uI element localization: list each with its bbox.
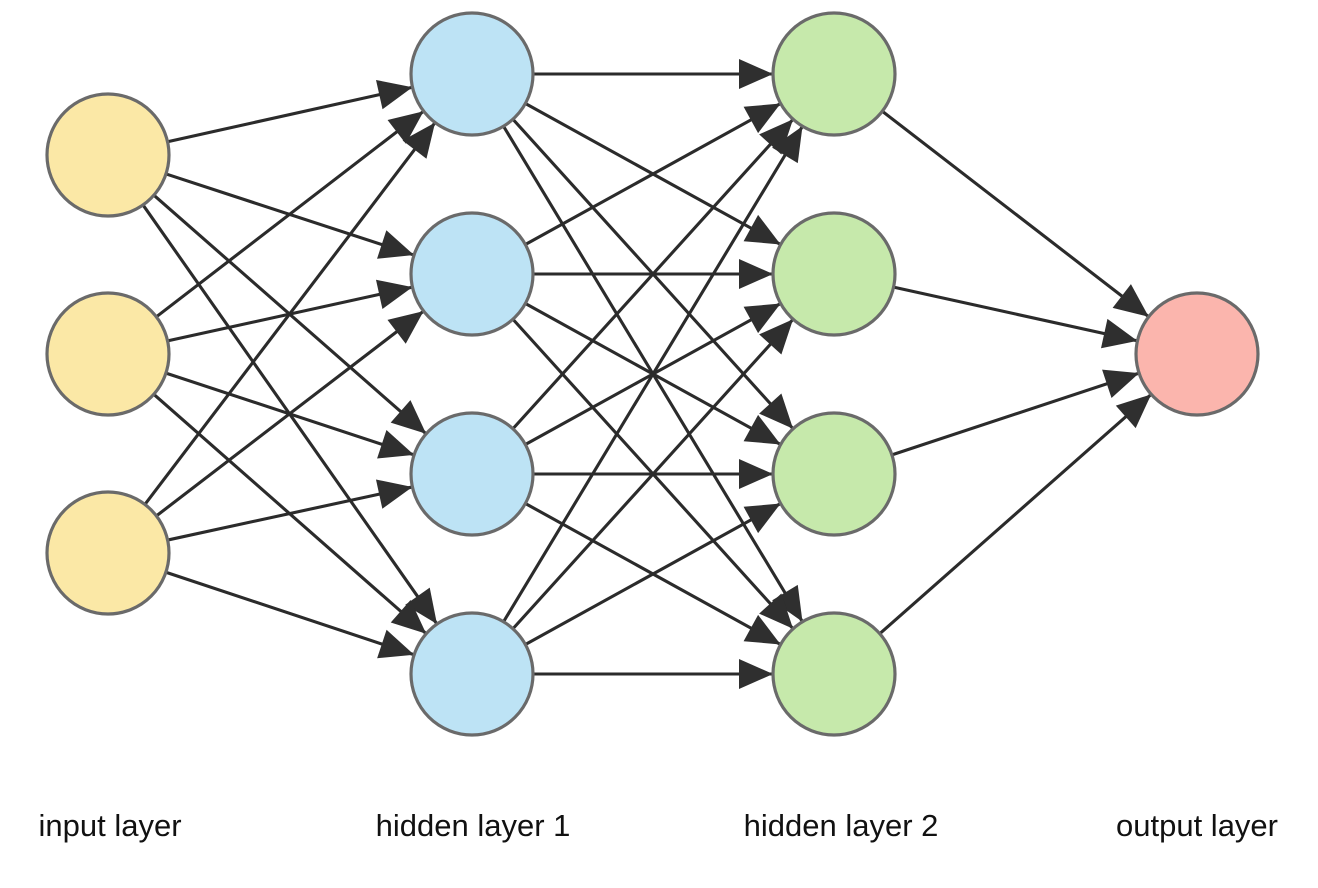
layer-label-hidden2: hidden layer 2: [744, 808, 939, 843]
connection-edge: [167, 85, 413, 144]
edge-arrowhead: [739, 659, 773, 689]
connection-edge: [891, 371, 1140, 457]
edge-arrowhead: [772, 584, 803, 622]
edge-arrowhead: [759, 393, 794, 429]
neuron-node-h2_1: [771, 11, 897, 137]
edge-arrowhead: [376, 79, 413, 110]
layer-label-output: output layer: [1116, 808, 1278, 843]
edge-arrowhead: [375, 479, 413, 509]
edge-arrowhead: [390, 600, 427, 634]
edge-arrowhead: [390, 400, 427, 434]
connection-edge: [524, 502, 782, 646]
edge-arrowhead: [743, 303, 781, 334]
edge-arrowhead: [743, 214, 781, 245]
edge-arrowhead: [377, 629, 415, 659]
edge-arrowhead: [387, 311, 424, 344]
edge-arrowhead: [375, 279, 413, 310]
neuron-node-h1_4: [409, 611, 535, 737]
neuron-node-h1_2: [409, 211, 535, 337]
edge-arrowhead: [1102, 369, 1140, 399]
connection-edge: [155, 109, 425, 319]
connection-edge: [155, 309, 425, 518]
connection-edge: [165, 570, 415, 657]
connection-edge: [511, 318, 795, 630]
edge-arrowhead: [759, 593, 794, 629]
neuron-node-i3: [45, 490, 171, 616]
edge-arrowhead: [402, 122, 436, 159]
neuron-node-h2_4: [771, 611, 897, 737]
neuron-node-h1_3: [409, 411, 535, 537]
connection-edge: [524, 102, 782, 246]
edge-arrowhead: [759, 119, 794, 155]
neuron-node-h1_1: [409, 11, 535, 137]
edge-arrowhead: [377, 430, 415, 459]
connection-edge: [893, 285, 1138, 343]
neuron-node-h2_2: [771, 211, 897, 337]
edge-arrowhead: [377, 230, 415, 259]
connection-edge: [143, 121, 437, 506]
nodes-group: [45, 11, 1260, 737]
layer-label-input: input layer: [38, 808, 181, 843]
edge-arrowhead: [405, 587, 437, 625]
connection-edge: [502, 125, 804, 623]
edge-arrowhead: [1112, 284, 1149, 317]
edge-arrowhead: [1115, 394, 1152, 429]
layer-label-hidden1: hidden layer 1: [376, 808, 571, 843]
neuron-node-o1: [1134, 291, 1260, 417]
edge-arrowhead: [743, 614, 781, 645]
edge-arrowhead: [1101, 318, 1138, 349]
edge-arrowhead: [739, 259, 773, 289]
connection-edge: [167, 485, 413, 542]
neuron-node-i1: [45, 92, 171, 218]
edge-arrowhead: [743, 414, 781, 445]
edge-arrowhead: [772, 126, 803, 164]
arrowheads-group: [375, 59, 1152, 689]
edge-arrowhead: [387, 111, 424, 144]
edge-arrowhead: [743, 503, 781, 534]
layer-labels-group: input layer hidden layer 1 hidden layer …: [38, 808, 1278, 843]
edges-group: [141, 72, 1153, 676]
edge-arrowhead: [743, 103, 781, 134]
connection-edge: [881, 110, 1150, 318]
neuron-node-i2: [45, 291, 171, 417]
edge-arrowhead: [739, 59, 773, 89]
neuron-node-h2_3: [771, 411, 897, 537]
connection-edge: [511, 118, 795, 430]
edge-arrowhead: [759, 319, 794, 355]
edge-arrowhead: [739, 459, 773, 489]
connection-edge: [878, 393, 1153, 635]
